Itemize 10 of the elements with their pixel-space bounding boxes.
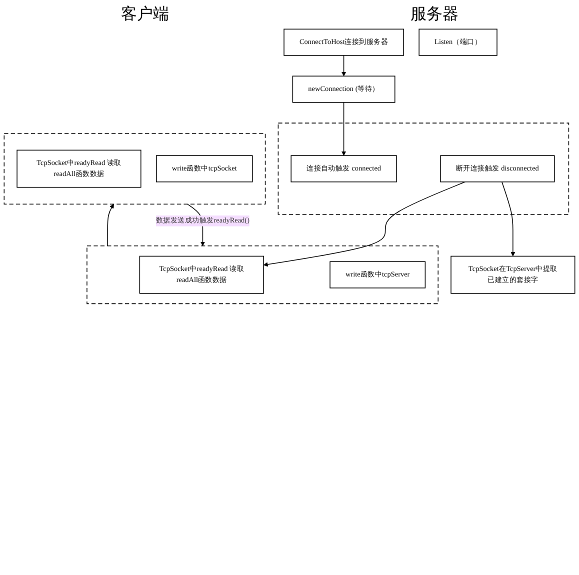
arrow bbox=[342, 102, 346, 156]
cluster bbox=[86, 246, 438, 304]
arrow bbox=[107, 204, 114, 246]
arrow bbox=[502, 182, 516, 256]
arrow bbox=[342, 55, 346, 76]
cluster bbox=[278, 122, 570, 215]
column-heading: 服务器 bbox=[410, 5, 458, 25]
column-heading: 客户端 bbox=[120, 4, 169, 25]
arrow bbox=[263, 182, 466, 267]
cluster bbox=[4, 133, 266, 204]
